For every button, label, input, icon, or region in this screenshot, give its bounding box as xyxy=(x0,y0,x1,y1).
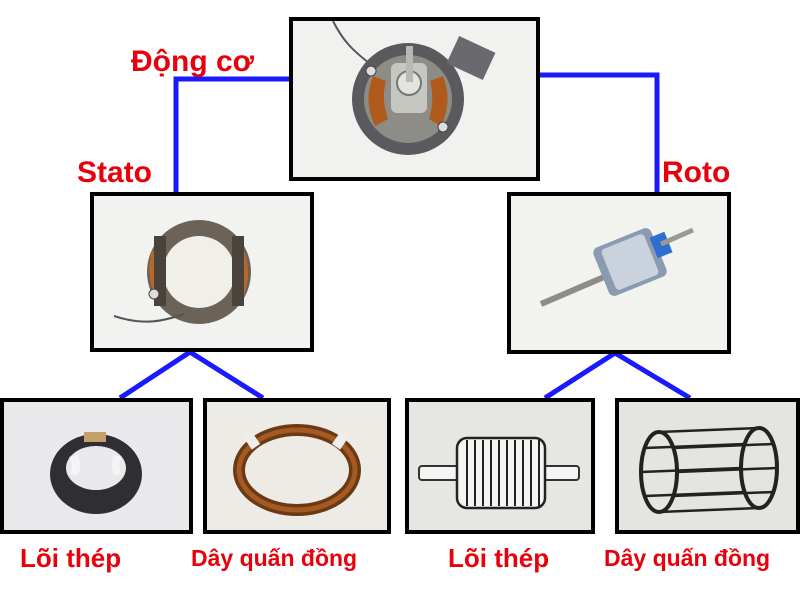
squirrel-cage-label: Dây quấn đồng xyxy=(604,545,771,571)
copper-coil-illustration xyxy=(207,402,387,530)
rotor-label: Roto xyxy=(662,156,731,189)
motor-label: Động cơ xyxy=(131,45,254,78)
rotor-core-illustration xyxy=(409,402,591,530)
connector-rotor-cage xyxy=(613,350,692,401)
stator-illustration xyxy=(94,196,310,348)
rotor-core-label: Lõi thép xyxy=(448,543,550,573)
connector-root-stator xyxy=(173,76,292,195)
squirrel-cage-drawing xyxy=(615,398,800,534)
stator-label: Stato xyxy=(77,156,152,189)
connector-rotor-core xyxy=(543,350,617,401)
stator-photo xyxy=(90,192,314,352)
connector-root-rotor xyxy=(540,72,660,195)
squirrel-cage-illustration xyxy=(619,402,796,530)
rotor-illustration xyxy=(511,196,727,350)
copper-coil-photo xyxy=(203,398,391,534)
rotor-core-drawing xyxy=(405,398,595,534)
stator-core-label: Lõi thép xyxy=(20,543,122,573)
motor-photo xyxy=(289,17,540,181)
copper-coil-label: Dây quấn đồng xyxy=(191,545,358,571)
connector-stator-coil xyxy=(188,349,265,401)
stator-core-photo xyxy=(0,398,193,534)
connector-stator-core xyxy=(118,349,192,401)
rotor-photo xyxy=(507,192,731,354)
stator-core-illustration xyxy=(4,402,189,530)
motor-illustration xyxy=(293,21,536,177)
